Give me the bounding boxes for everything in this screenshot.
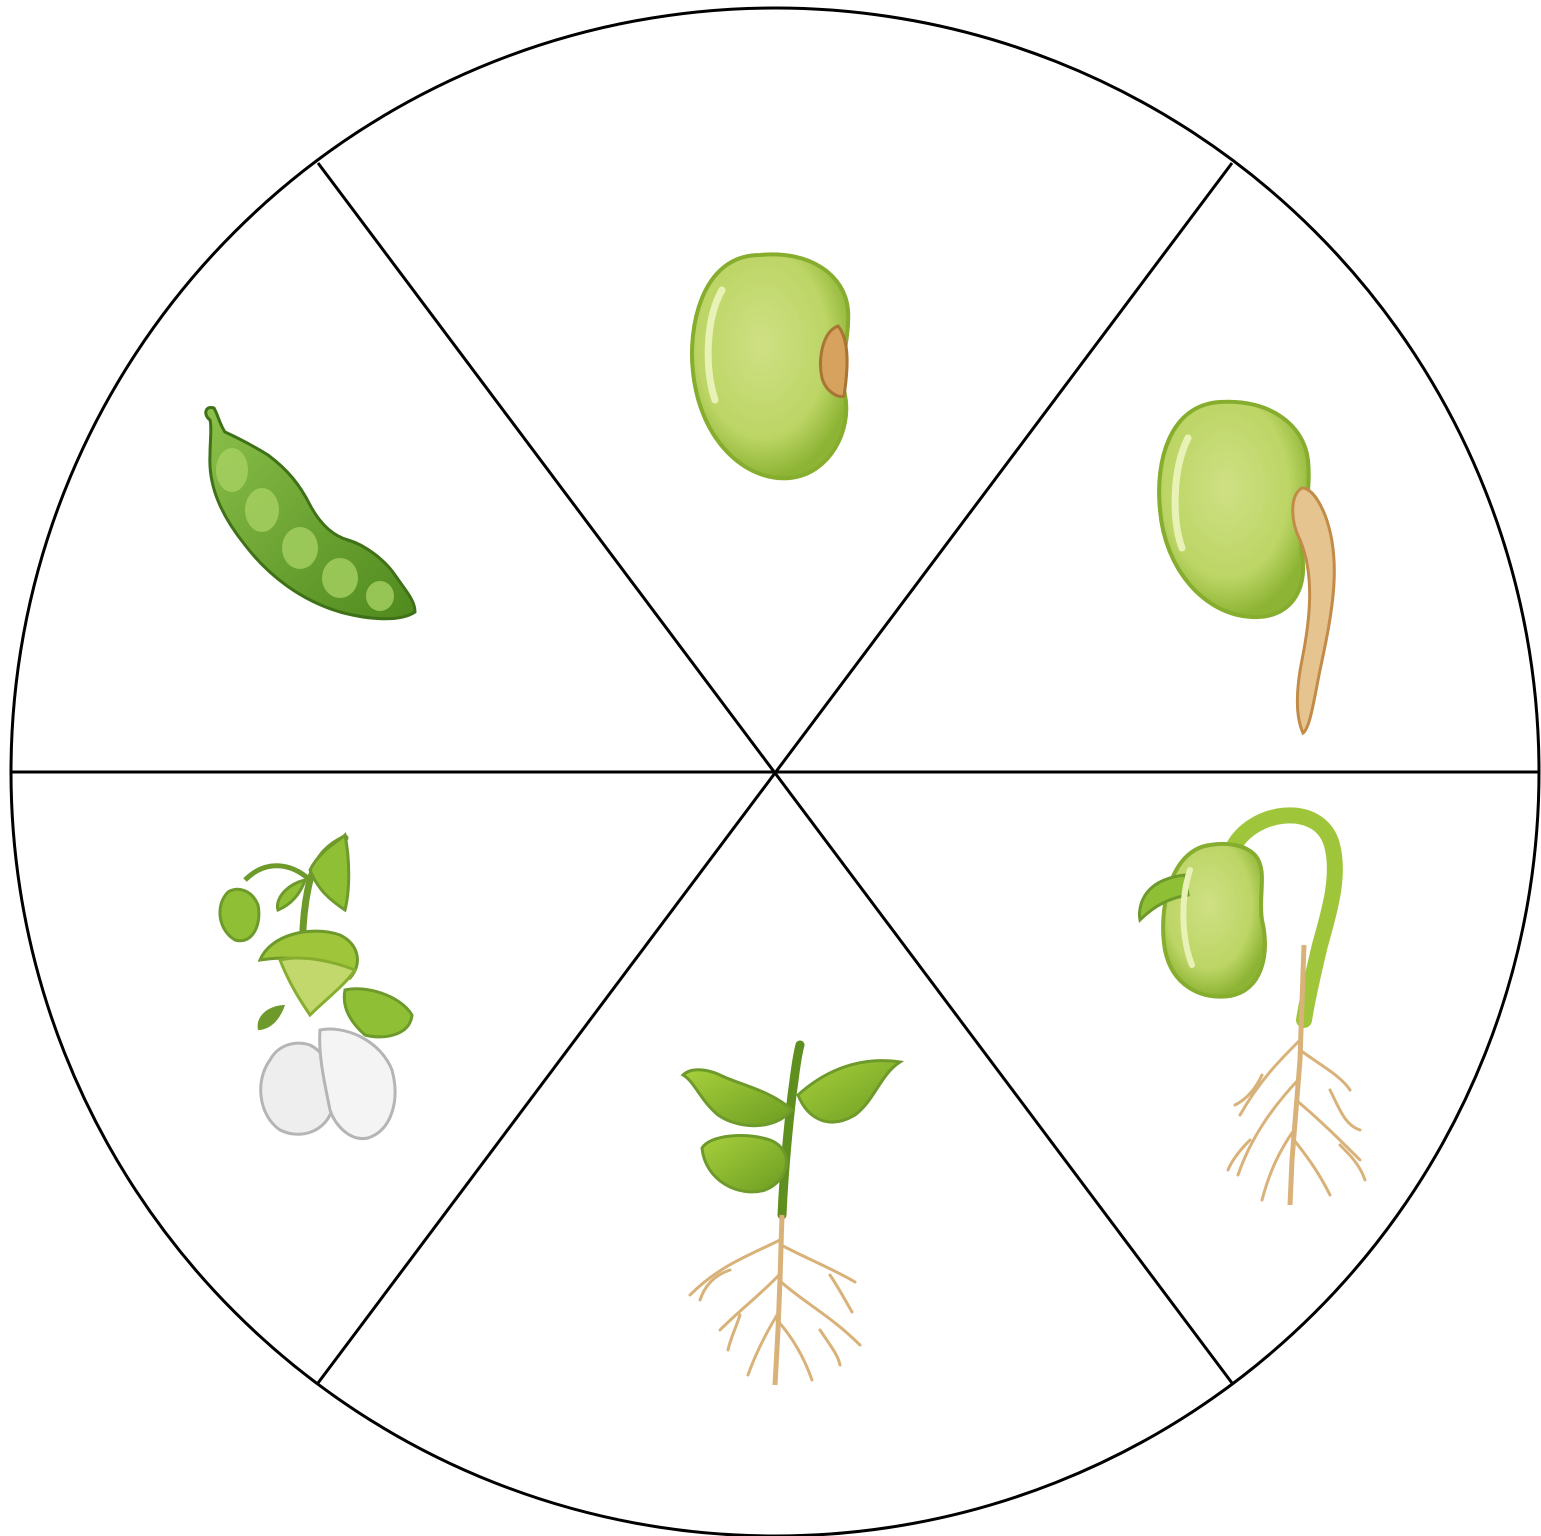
life-cycle-wheel <box>0 0 1541 1536</box>
wheel-svg <box>0 0 1541 1536</box>
